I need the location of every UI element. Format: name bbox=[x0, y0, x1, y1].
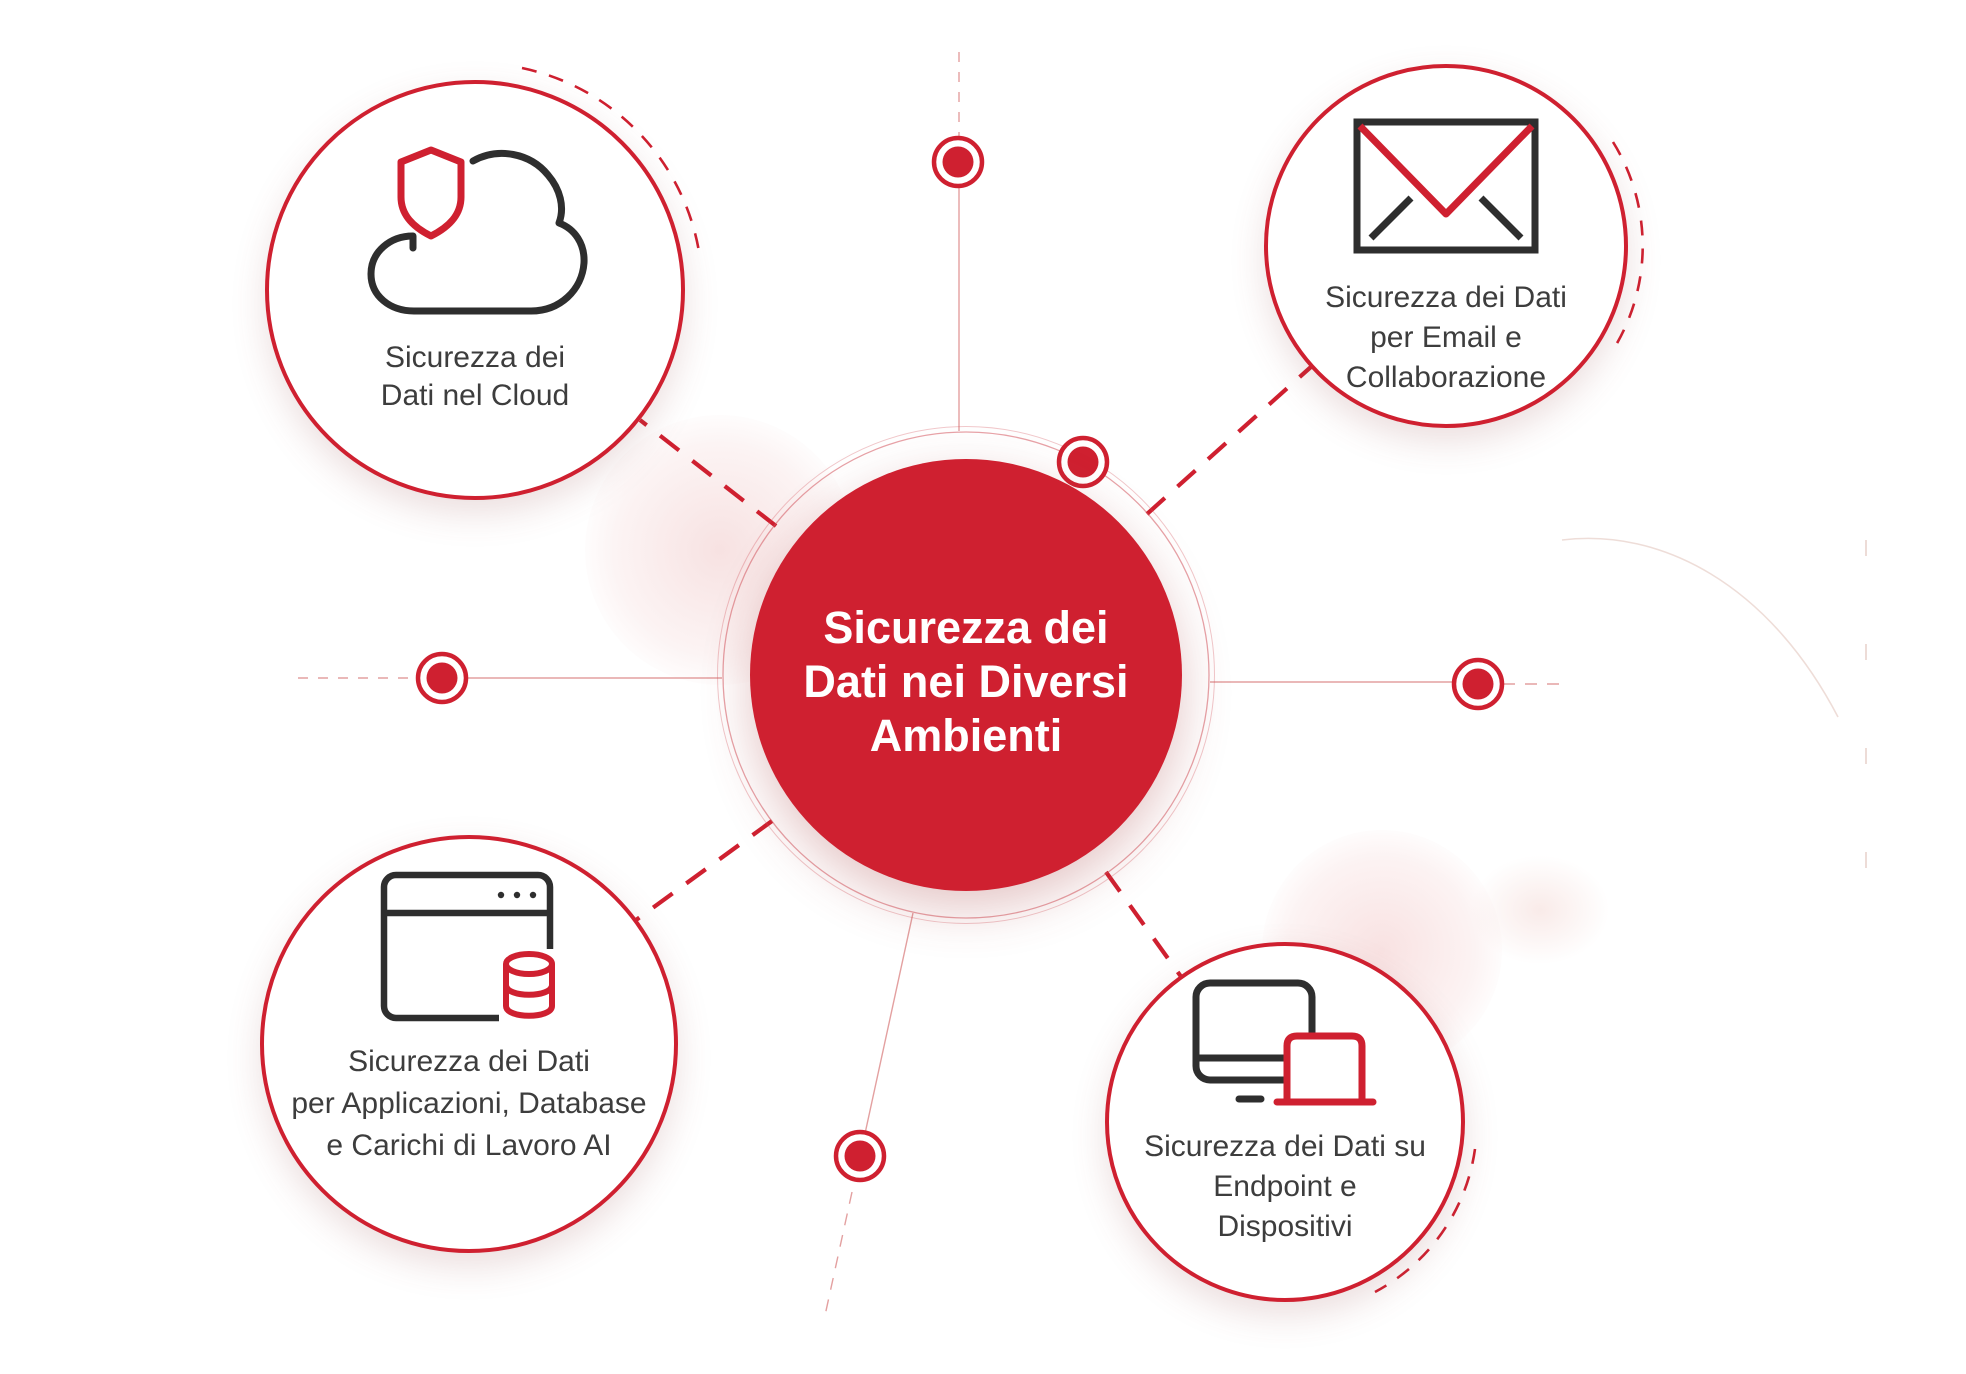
node-email-line-2: per Email e bbox=[1370, 321, 1522, 354]
node-cloud-label: Sicurezza dei Dati nel Cloud bbox=[381, 339, 569, 415]
connector-nw bbox=[638, 418, 778, 528]
node-endpoint-line-3: Dispositivi bbox=[1217, 1210, 1353, 1243]
decorative-dashed-arcs bbox=[521, 66, 1644, 1294]
node-endpoint-line-1: Sicurezza dei Dati su bbox=[1144, 1130, 1426, 1163]
node-cloud-security: Sicurezza dei Dati nel Cloud bbox=[265, 80, 685, 500]
bullseye-dot-top bbox=[931, 135, 985, 189]
node-endpoint-security: Sicurezza dei Dati su Endpoint e Disposi… bbox=[1105, 942, 1465, 1302]
central-title-line-2: Dati nei Diversi bbox=[803, 656, 1129, 707]
arc-email bbox=[1611, 141, 1644, 351]
node-apps-line-1: Sicurezza dei Dati bbox=[348, 1045, 590, 1078]
bullseye-dot-bottom bbox=[833, 1129, 887, 1183]
connector-ne bbox=[1145, 364, 1314, 516]
central-title-line-1: Sicurezza dei bbox=[823, 602, 1109, 653]
bullseye-dot-left bbox=[415, 651, 469, 705]
central-node: Sicurezza dei Dati nei Diversi Ambienti bbox=[750, 459, 1182, 891]
bullseye-dot-right bbox=[1451, 657, 1505, 711]
node-email-label: Sicurezza dei Dati per Email e Collabora… bbox=[1325, 278, 1567, 398]
monitor-laptop-icon bbox=[1192, 979, 1377, 1106]
node-email-security: Sicurezza dei Dati per Email e Collabora… bbox=[1264, 64, 1628, 428]
app-window-database-icon bbox=[380, 871, 561, 1029]
bullseye-dot-ring-ne bbox=[1056, 435, 1110, 489]
envelope-icon bbox=[1353, 118, 1539, 254]
arc-cloud bbox=[521, 66, 702, 259]
node-apps-line-2: per Applicazioni, Database bbox=[291, 1087, 647, 1120]
connector-se bbox=[1104, 870, 1184, 980]
node-email-line-3: Collaborazione bbox=[1345, 361, 1547, 394]
faint-decorative-curve bbox=[1561, 537, 1839, 718]
central-title-line-3: Ambienti bbox=[869, 710, 1063, 761]
node-cloud-line-1: Sicurezza dei bbox=[384, 341, 566, 374]
node-endpoint-line-2: Endpoint e bbox=[1213, 1170, 1357, 1203]
node-apps-label: Sicurezza dei Dati per Applicazioni, Dat… bbox=[291, 1041, 646, 1167]
node-apps-database-security: Sicurezza dei Dati per Applicazioni, Dat… bbox=[260, 835, 678, 1253]
node-email-line-1: Sicurezza dei Dati bbox=[1325, 281, 1567, 314]
central-title: Sicurezza dei Dati nei Diversi Ambienti bbox=[803, 601, 1128, 763]
connector-sw bbox=[634, 819, 774, 922]
node-endpoint-label: Sicurezza dei Dati su Endpoint e Disposi… bbox=[1144, 1127, 1426, 1247]
arc-endpoint bbox=[1374, 1148, 1477, 1294]
node-cloud-line-2: Dati nel Cloud bbox=[380, 379, 570, 412]
node-apps-line-3: e Carichi di Lavoro AI bbox=[326, 1129, 612, 1162]
shield-cloud-icon bbox=[367, 146, 588, 315]
bullseye-dots bbox=[415, 135, 1505, 1183]
